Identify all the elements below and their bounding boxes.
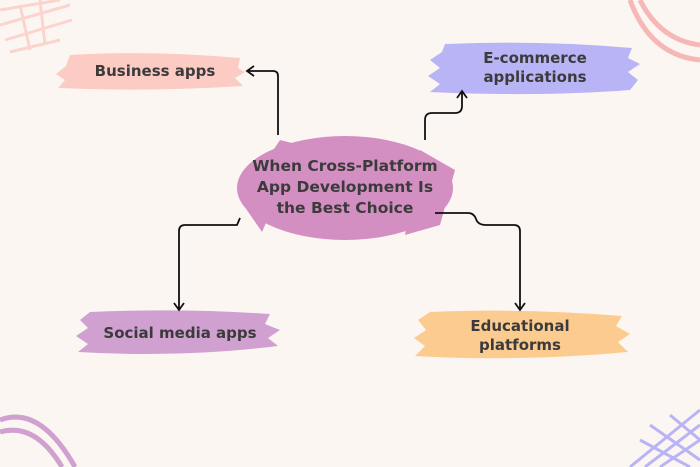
corner-scribble-bottom-right: [629, 408, 700, 467]
arrowhead-business: [245, 65, 255, 77]
connector-educational: [435, 212, 521, 309]
connector-lines: [173, 65, 526, 312]
corner-scribble-top-left: [0, 0, 73, 54]
center-brush: [237, 136, 455, 240]
node-social-media-apps: Social media apps: [103, 323, 257, 342]
node-educational-platforms: Educational platforms: [470, 317, 570, 354]
corner-scribble-bottom-left: [0, 414, 78, 467]
connector-business: [248, 70, 279, 135]
node-business-apps: Business apps: [94, 61, 216, 80]
educational-brush: [414, 310, 630, 359]
arrowhead-social: [173, 302, 185, 312]
arrowhead-educational: [514, 302, 526, 312]
corner-scribble-top-right: [627, 0, 700, 63]
social-brush: [76, 310, 280, 354]
central-topic: When Cross-Platform App Development Is t…: [252, 156, 438, 217]
node-ecommerce-applications: E-commerce applications: [483, 49, 587, 86]
connector-social: [178, 217, 241, 309]
business-brush: [56, 53, 245, 90]
connector-ecommerce: [424, 92, 463, 140]
ecommerce-brush: [428, 42, 640, 95]
arrowhead-ecommerce: [456, 89, 468, 99]
